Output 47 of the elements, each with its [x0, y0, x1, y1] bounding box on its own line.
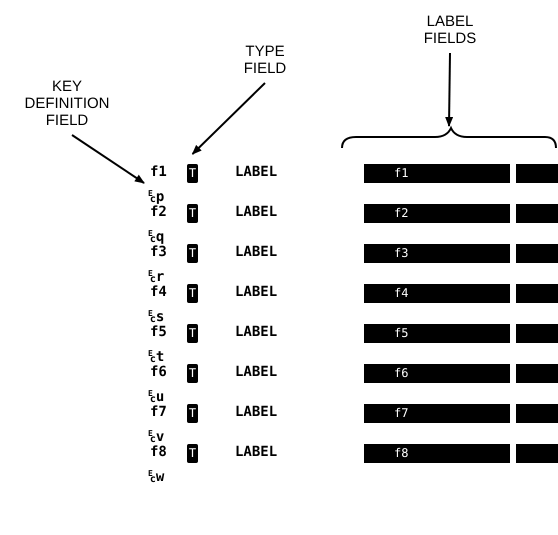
function-key-name: f5	[150, 324, 167, 340]
function-key-name: f6	[150, 364, 167, 380]
field-label: LABEL	[235, 404, 278, 420]
type-field: T	[187, 284, 198, 303]
function-key-name: f3	[150, 244, 167, 260]
callout-label: KEY DEFINITION FIELD	[17, 78, 117, 129]
function-key-name: f2	[150, 204, 167, 220]
label-field: f5	[364, 324, 510, 343]
type-field: T	[187, 364, 198, 383]
label-field	[516, 204, 558, 223]
type-field: T	[187, 244, 198, 263]
field-label: LABEL	[235, 244, 278, 260]
leader-arrow	[192, 82, 266, 155]
function-key-name: f7	[150, 404, 167, 420]
type-field: T	[187, 444, 198, 463]
label-field	[516, 244, 558, 263]
type-field: T	[187, 204, 198, 223]
function-key-name: f8	[150, 444, 167, 460]
brace	[341, 127, 557, 148]
label-field: f1	[364, 164, 510, 183]
label-field	[516, 404, 558, 423]
field-label: LABEL	[235, 364, 278, 380]
field-label: LABEL	[235, 324, 278, 340]
label-field: f4	[364, 284, 510, 303]
leader-arrow	[71, 134, 145, 184]
callout-label: LABEL FIELDS	[405, 13, 495, 47]
label-field	[516, 324, 558, 343]
label-field: f7	[364, 404, 510, 423]
label-field: f3	[364, 244, 510, 263]
field-label: LABEL	[235, 164, 278, 180]
callout-label: TYPE FIELD	[230, 43, 300, 77]
field-label: LABEL	[235, 204, 278, 220]
function-key-name: f4	[150, 284, 167, 300]
field-label: LABEL	[235, 444, 278, 460]
type-field: T	[187, 164, 198, 183]
label-field	[516, 164, 558, 183]
label-field	[516, 444, 558, 463]
leader-arrow	[445, 52, 454, 127]
function-key-name: f1	[150, 164, 167, 180]
type-field: T	[187, 324, 198, 343]
type-field: T	[187, 404, 198, 423]
label-field	[516, 284, 558, 303]
field-label: LABEL	[235, 284, 278, 300]
label-field: f8	[364, 444, 510, 463]
label-field: f2	[364, 204, 510, 223]
label-field: f6	[364, 364, 510, 383]
label-field	[516, 364, 558, 383]
